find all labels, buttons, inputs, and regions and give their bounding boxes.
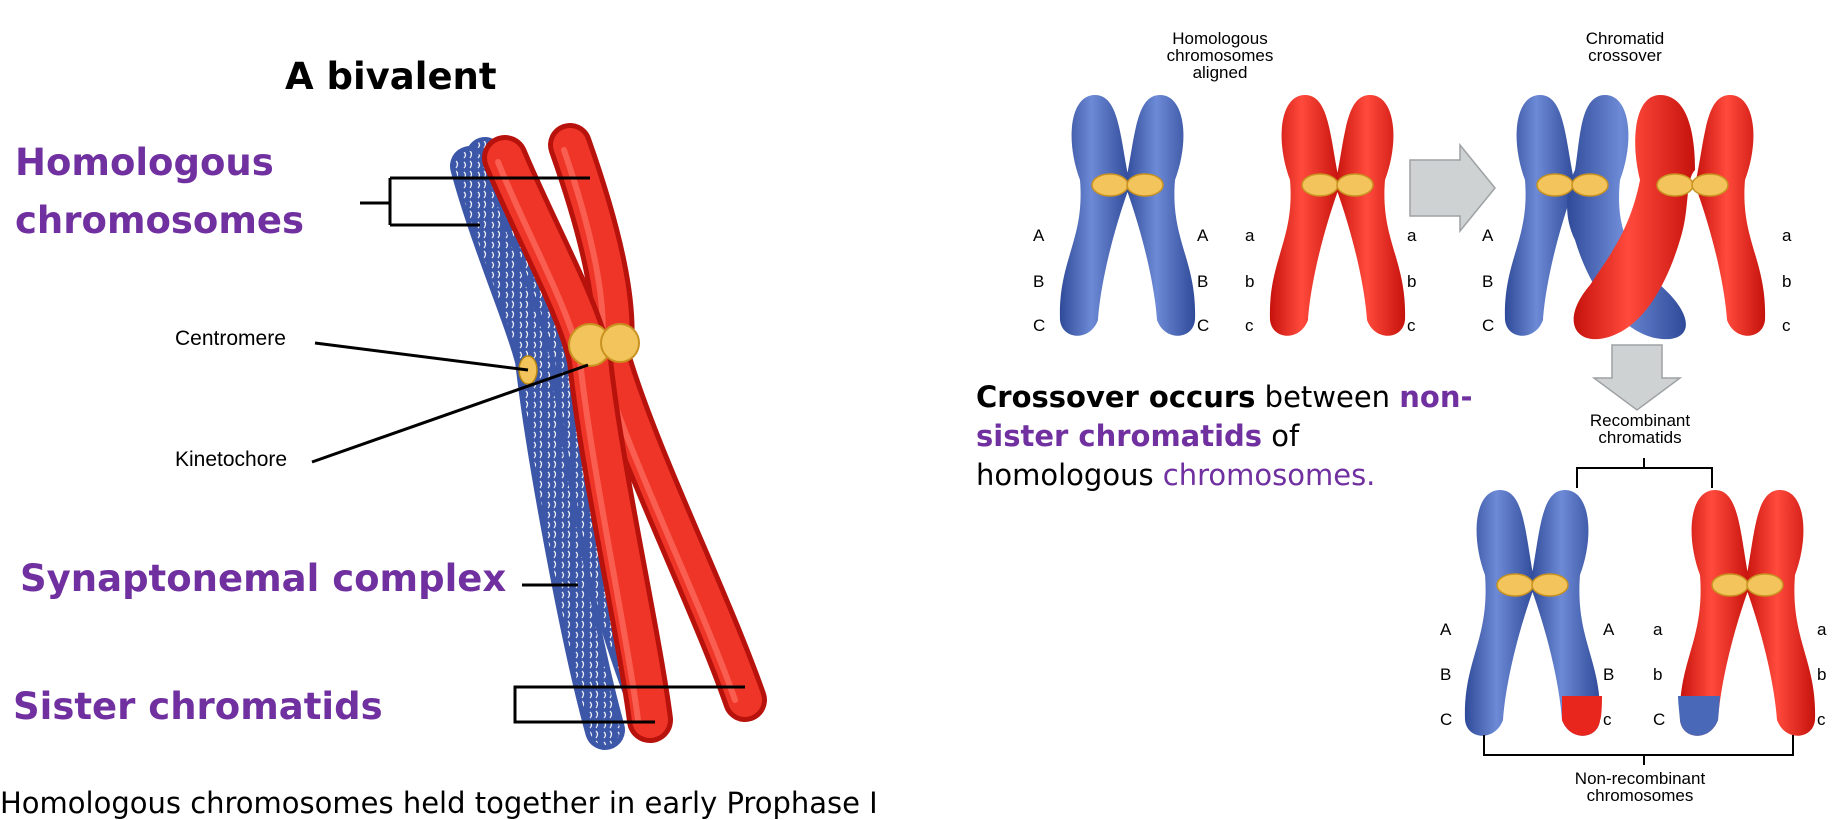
centromere-right [600, 323, 640, 363]
bottom-caption: Homologous chromosomes held together in … [0, 786, 878, 820]
gene-C-3: C [1482, 316, 1495, 335]
gene-C-2: C [1197, 316, 1210, 335]
gene-A-3: A [1482, 226, 1494, 245]
gene-a-7: a [1817, 620, 1827, 639]
recombinant-bracket [1576, 458, 1713, 488]
gene-c-2: c [1407, 316, 1416, 335]
gene-a-1: a [1245, 226, 1255, 245]
crossover-caption: Chromatid crossover [1585, 29, 1665, 65]
sister-bracket [513, 685, 745, 724]
diagram-canvas [311, 95, 1816, 765]
crossover-paragraph: Crossover occurs between non- sister chr… [976, 380, 1473, 492]
bivalent-title: A bivalent [285, 55, 497, 98]
gene-b-2: b [1407, 272, 1417, 291]
gene-B-3: B [1482, 272, 1494, 291]
aligned-caption: Homologous chromosomes aligned [1166, 29, 1274, 82]
result-pairs [1464, 490, 1816, 736]
result-brackets [1483, 458, 1794, 765]
sister-chromatids-label: Sister chromatids [13, 685, 383, 728]
centromere-label: Centromere [175, 327, 286, 350]
down-arrow [1591, 344, 1683, 411]
gene-b-3: b [1782, 272, 1792, 291]
gene-B-4: B [1440, 665, 1452, 684]
centromere-pointer [314, 341, 529, 372]
gene-A-5: A [1603, 620, 1615, 639]
gene-A-2: A [1197, 226, 1209, 245]
gene-c-5: c [1603, 710, 1612, 729]
gene-b-1: b [1245, 272, 1255, 291]
gene-B-2: B [1197, 272, 1209, 291]
nonrecombinant-caption: Non-recombinant chromosomes [1574, 769, 1706, 805]
gene-C-4: C [1440, 710, 1453, 729]
bivalent-illustration [450, 123, 767, 750]
homologous-label-line1: Homologous [15, 141, 274, 184]
synaptonemal-label: Synaptonemal complex [20, 557, 507, 600]
chromatid-red-front [482, 135, 673, 743]
gene-B-1: B [1033, 272, 1045, 291]
leader-lines [311, 176, 745, 724]
gene-A-4: A [1440, 620, 1452, 639]
gene-b-7: b [1817, 665, 1827, 684]
gene-a-3: a [1782, 226, 1792, 245]
aligned-pair [1059, 95, 1406, 336]
gene-c-7: c [1817, 710, 1826, 729]
kinetochore-pointer [311, 363, 589, 464]
gene-c-3: c [1782, 316, 1791, 335]
recombinant-caption: Recombinant chromatids [1589, 411, 1691, 447]
nonrecombinant-bracket [1483, 735, 1794, 765]
gene-a-2: a [1407, 226, 1417, 245]
homologous-label-line2: chromosomes [15, 199, 305, 242]
crossover-pair [1504, 95, 1766, 340]
homologous-bracket [360, 176, 590, 227]
kinetochore-label: Kinetochore [175, 448, 288, 471]
gene-a-6: a [1653, 620, 1663, 639]
gene-B-5: B [1603, 665, 1615, 684]
gene-A-1: A [1033, 226, 1045, 245]
gene-b-6: b [1653, 665, 1663, 684]
right-arrow [1409, 142, 1496, 234]
gene-C-1: C [1033, 316, 1046, 335]
gene-c-1: c [1245, 316, 1254, 335]
gene-C-6: C [1653, 710, 1666, 729]
